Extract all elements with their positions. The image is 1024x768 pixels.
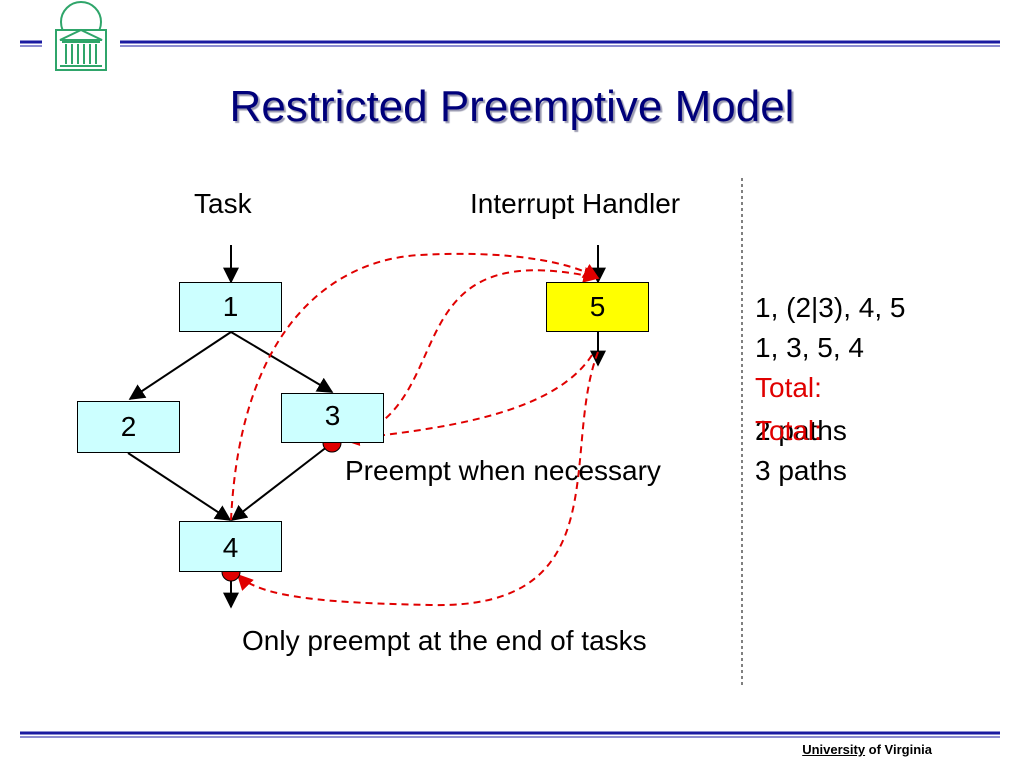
arrow-1-to-3 <box>230 331 334 393</box>
top-rule <box>20 40 1000 47</box>
arrow-2-to-4 <box>127 452 232 521</box>
handler-label: Interrupt Handler <box>470 188 681 219</box>
preempt-arrow-5-to-3 <box>343 354 593 447</box>
path-line-2: 1, 3, 5, 4 <box>755 332 864 363</box>
task-node-1: 1 <box>179 282 282 332</box>
task-label: Task <box>194 188 252 219</box>
university-logo-icon <box>55 1 107 71</box>
path-line-1: 1, (2|3), 4, 5 <box>755 292 906 323</box>
total-label-overlap: Total: <box>755 415 822 446</box>
bottom-rule <box>20 731 1000 738</box>
total-value-new: 3 paths <box>755 455 847 486</box>
preempt-end-note: Only preempt at the end of tasks <box>242 625 647 656</box>
task-flow-arrows <box>127 245 606 609</box>
task-node-4: 4 <box>179 521 282 572</box>
arrow-3-to-4 <box>230 442 333 521</box>
total-value-old: 2 paths <box>755 415 847 446</box>
preempt-arrow-5-to-4 <box>236 351 599 607</box>
handler-node-5: 5 <box>546 282 649 332</box>
slide-title: Restricted Preemptive Model <box>229 82 795 131</box>
total-label: Total: <box>755 372 822 403</box>
footer-university: University of Virginia <box>802 742 932 757</box>
footer-of-virginia: of Virginia <box>865 742 932 757</box>
footer-university-word: University <box>802 742 866 757</box>
task-node-2: 2 <box>77 401 180 453</box>
preempt-necessary-note: Preempt when necessary <box>345 455 661 486</box>
task-node-3: 3 <box>281 393 384 443</box>
arrow-1-to-2 <box>128 331 232 400</box>
